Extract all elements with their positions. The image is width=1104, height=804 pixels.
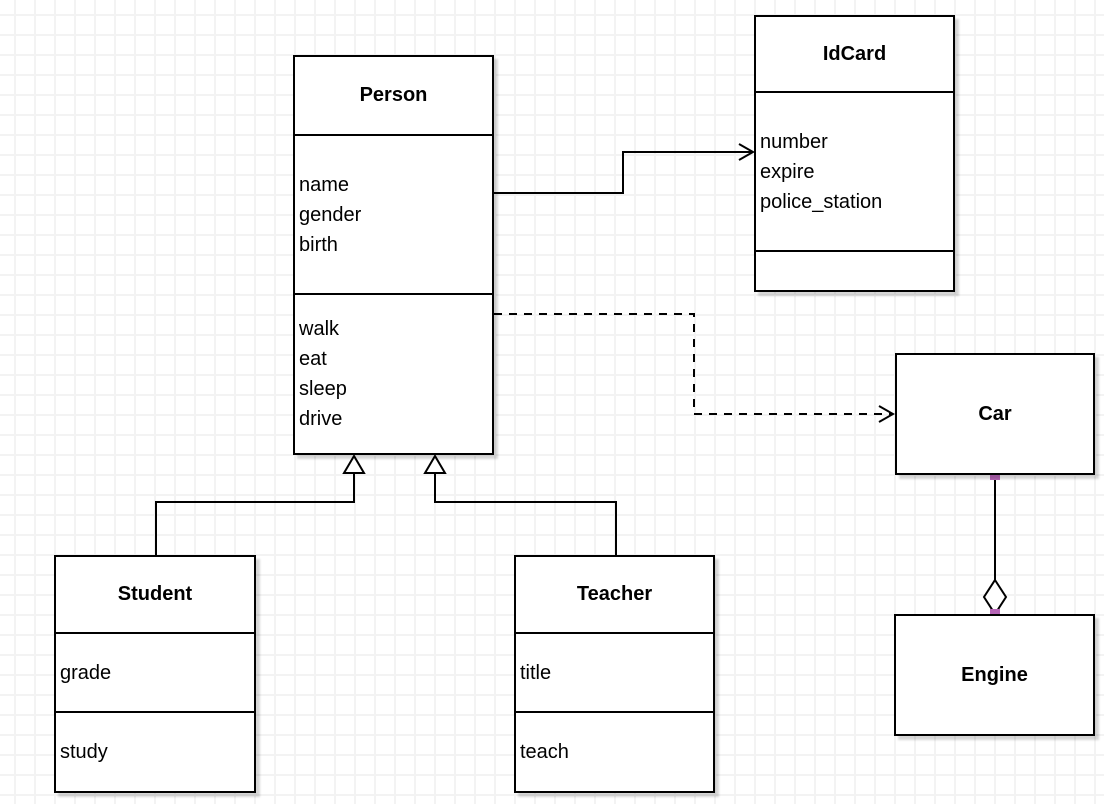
edge-aggregation-car-engine[interactable] [982, 470, 1008, 619]
edge-dependency-person-car[interactable] [494, 313, 896, 423]
generalization-line [434, 473, 617, 555]
methods-section: study [56, 713, 254, 791]
method-row: study [60, 741, 108, 763]
class-title: Car [978, 402, 1012, 425]
method-row: drive [299, 408, 343, 430]
attribute-row: name [299, 173, 350, 196]
generalization-triangle-icon [342, 454, 366, 474]
class-car[interactable]: Car [895, 353, 1095, 475]
edge-generalization-student-person[interactable] [155, 454, 366, 555]
class-title: IdCard [756, 17, 953, 93]
generalization-line [155, 473, 355, 555]
attributes-section: name gender birth [295, 136, 492, 295]
aggregation-diamond-icon [982, 578, 1008, 616]
attribute-row: number [760, 130, 828, 153]
edge-generalization-teacher-person[interactable] [423, 454, 617, 555]
attribute-row: expire [760, 160, 815, 183]
class-title: Student [56, 557, 254, 634]
methods-section: teach [516, 713, 713, 791]
method-row: walk [299, 318, 340, 340]
method-row: eat [299, 348, 327, 370]
attribute-row: birth [299, 233, 338, 256]
attributes-section: grade [56, 634, 254, 713]
dependency-line [494, 313, 891, 415]
class-student[interactable]: Student grade study [54, 555, 256, 793]
attributes-section: number expire police_station [756, 93, 953, 252]
attributes-section: title [516, 634, 713, 713]
class-title: Engine [961, 663, 1028, 686]
generalization-triangle-icon [423, 454, 447, 474]
methods-section [756, 252, 953, 290]
attribute-row: grade [60, 661, 112, 684]
edge-association-person-idcard[interactable] [494, 143, 756, 194]
methods-section: walk eat sleep drive [295, 295, 492, 453]
open-arrowhead-icon [878, 405, 896, 423]
class-teacher[interactable]: Teacher title teach [514, 555, 715, 793]
class-title: Person [295, 57, 492, 136]
class-person[interactable]: Person name gender birth walk eat sleep … [293, 55, 494, 455]
class-title: Teacher [516, 557, 713, 634]
attribute-row: gender [299, 203, 362, 226]
connection-point[interactable] [990, 470, 1000, 480]
method-row: sleep [299, 378, 347, 400]
class-engine[interactable]: Engine [894, 614, 1095, 736]
attribute-row: title [520, 661, 552, 684]
attribute-row: police_station [760, 190, 883, 213]
class-idcard[interactable]: IdCard number expire police_station [754, 15, 955, 292]
association-line [494, 151, 752, 194]
open-arrowhead-icon [738, 143, 756, 161]
method-row: teach [520, 741, 569, 763]
